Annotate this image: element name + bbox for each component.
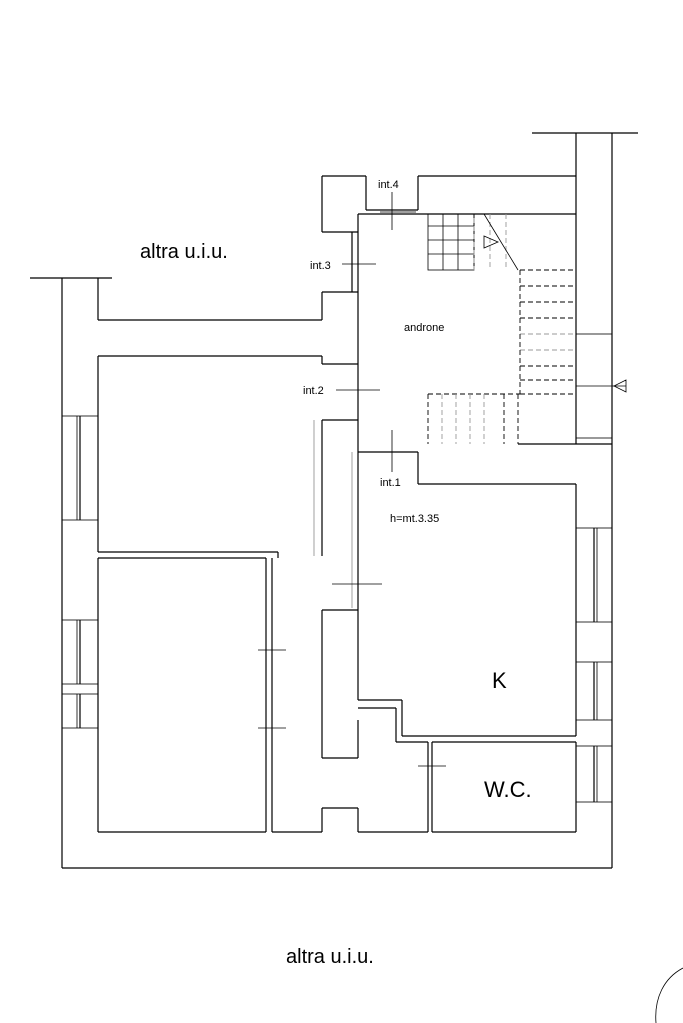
label-altra-top: altra u.i.u. bbox=[140, 241, 228, 263]
label-int4: int.4 bbox=[378, 179, 399, 191]
outer-walls bbox=[30, 132, 638, 869]
right-windows bbox=[575, 333, 613, 803]
staircase bbox=[427, 213, 627, 444]
label-int2: int.2 bbox=[303, 385, 324, 397]
compass-arc bbox=[655, 967, 683, 1023]
label-altra-bottom: altra u.i.u. bbox=[286, 946, 374, 968]
label-height: h=mt.3.35 bbox=[390, 513, 439, 525]
middle-walls bbox=[321, 176, 612, 833]
label-kitchen: K bbox=[492, 668, 507, 693]
left-upper-room bbox=[97, 355, 358, 558]
label-androne: androne bbox=[404, 322, 444, 334]
left-lower-room bbox=[97, 557, 428, 833]
label-int1: int.1 bbox=[380, 477, 401, 489]
door-markers bbox=[336, 192, 418, 472]
label-wc: W.C. bbox=[484, 777, 532, 802]
label-int3: int.3 bbox=[310, 260, 331, 272]
left-windows bbox=[61, 415, 99, 729]
